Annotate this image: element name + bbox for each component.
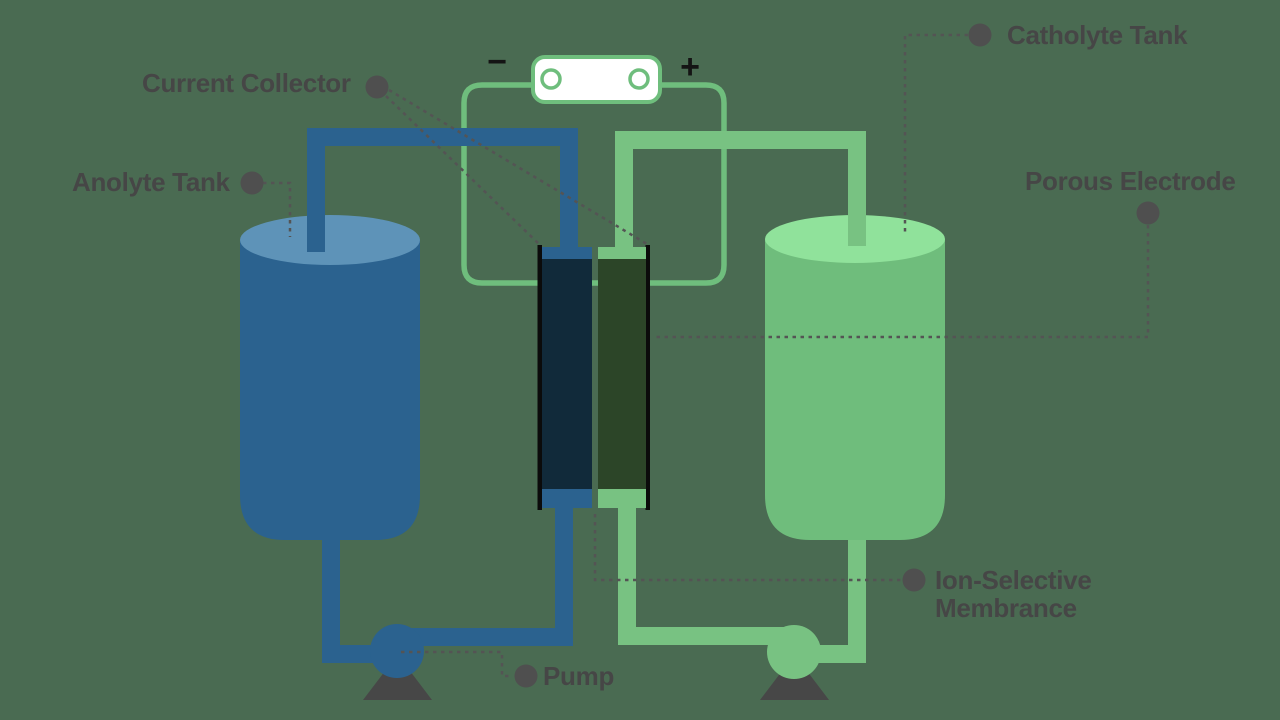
callout-line-porous-electrode xyxy=(653,225,1150,339)
catholyte-pump-stand xyxy=(760,671,829,700)
anolyte-pump xyxy=(363,624,432,700)
callout-line-pump xyxy=(401,650,513,678)
anolyte-pump-stand xyxy=(363,671,432,700)
anolyte-pipe-pump-to-cell xyxy=(397,505,573,646)
catholyte-pump xyxy=(760,625,829,700)
label-porous-electrode: Porous Electrode xyxy=(1025,166,1235,196)
callout-dot-pump xyxy=(514,664,538,688)
anolyte-pump-icon xyxy=(370,624,424,678)
current-collector-left xyxy=(537,245,542,510)
anolyte-tank xyxy=(240,215,420,540)
label-membrane-line1: Ion-Selective xyxy=(935,565,1092,595)
callout-dot-anolyte-tank xyxy=(240,171,264,195)
label-anolyte-tank: Anolyte Tank xyxy=(72,167,231,197)
anolyte-tank-body xyxy=(240,240,420,540)
callout-line-current-collector-right xyxy=(388,88,648,246)
battery-box xyxy=(531,55,662,104)
minus-sign: − xyxy=(487,43,507,81)
label-pump: Pump xyxy=(543,661,614,691)
callout-line-anolyte-tank xyxy=(263,181,292,237)
plus-sign: + xyxy=(680,48,700,86)
battery-terminal-left-icon xyxy=(540,68,562,90)
callout-dot-membrane xyxy=(902,568,926,592)
current-collector-right xyxy=(645,245,650,510)
callout-dot-catholyte-tank xyxy=(968,23,992,47)
catholyte-pipe-cell-to-pump xyxy=(618,505,794,645)
callout-lines xyxy=(263,33,1150,678)
callout-line-current-collector-left xyxy=(385,95,541,246)
cell-stack xyxy=(537,245,650,510)
catholyte-tank-body xyxy=(765,239,945,540)
callout-dot-porous-electrode xyxy=(1136,201,1160,225)
label-current-collector: Current Collector xyxy=(142,68,351,98)
catholyte-pump-icon xyxy=(767,625,821,679)
anolyte-tank-top xyxy=(240,215,420,265)
battery-body xyxy=(531,55,662,104)
battery-terminal-right-icon xyxy=(628,68,650,90)
label-catholyte-tank: Catholyte Tank xyxy=(1007,20,1188,50)
catholyte-pipe-tank-to-cell-top xyxy=(615,131,866,250)
callout-line-membrane xyxy=(593,514,902,582)
label-membrane-line2: Membrance xyxy=(935,593,1077,623)
porous-electrode-anolyte xyxy=(542,259,592,489)
porous-electrode-catholyte xyxy=(598,259,646,489)
callout-dot-current-collector xyxy=(365,75,389,99)
circuit-wire xyxy=(461,82,727,286)
anolyte-pipe-cell-to-tank-top xyxy=(307,128,578,252)
callout-dots xyxy=(240,23,1160,688)
catholyte-tank xyxy=(765,215,945,540)
